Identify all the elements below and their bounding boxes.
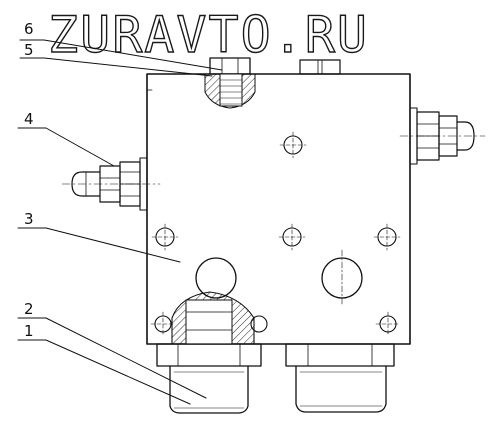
- callout-label-4: 4: [24, 110, 34, 128]
- callout-4: 4: [24, 110, 34, 128]
- bottom-fitting-left: [156, 343, 262, 414]
- callout-label-2: 2: [24, 300, 34, 318]
- callout-2: 2: [24, 300, 34, 318]
- top-fitting: [204, 57, 256, 109]
- site-watermark: ZURAVTO.RU: [48, 6, 369, 64]
- bottom-fitting-right: [285, 343, 395, 413]
- top-plug: [299, 59, 341, 75]
- callout-1: 1: [24, 322, 34, 340]
- callout-3: 3: [24, 210, 34, 228]
- ports: [195, 249, 363, 307]
- bottom-left-cutaway: [171, 291, 255, 345]
- callout-6: 6: [24, 20, 34, 38]
- callout-label-1: 1: [24, 322, 34, 340]
- callout-label-6: 6: [24, 20, 34, 38]
- callout-label-5: 5: [24, 41, 34, 59]
- callout-label-3: 3: [24, 210, 34, 228]
- right-fitting: [399, 107, 486, 165]
- callout-5: 5: [24, 41, 34, 59]
